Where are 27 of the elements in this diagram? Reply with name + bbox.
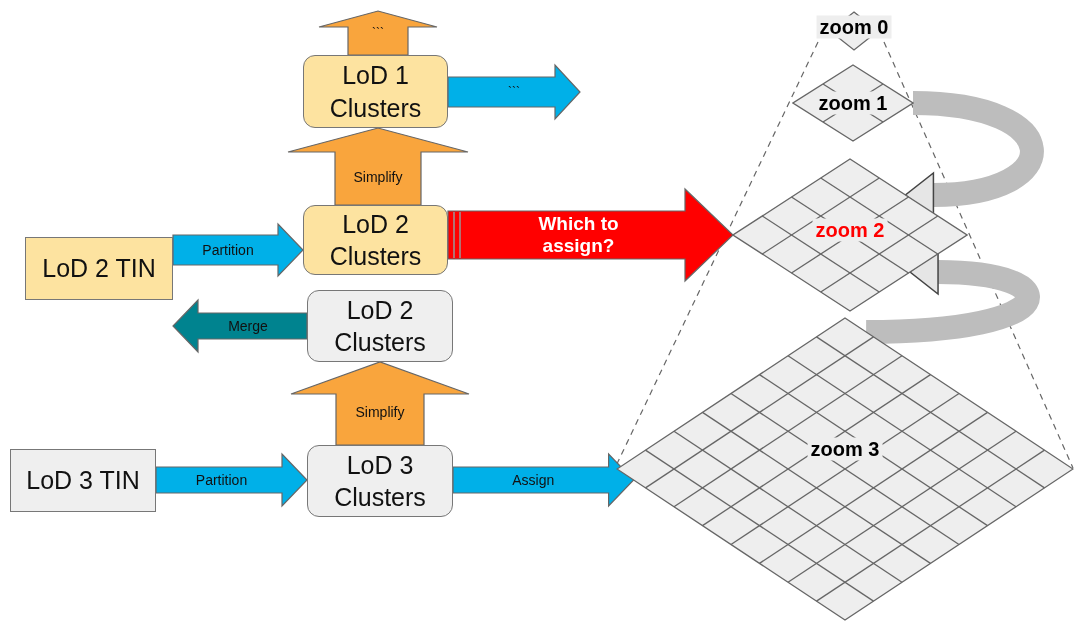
edge-label: ``` bbox=[508, 85, 520, 99]
cluster-box: LoD 3 TIN bbox=[10, 449, 156, 512]
block-arrow bbox=[318, 10, 438, 56]
zoom-label: zoom 3 bbox=[807, 437, 883, 461]
edge-label: Simplify bbox=[353, 168, 403, 185]
edge-label: Merge bbox=[228, 318, 268, 334]
edge-label: Assign bbox=[512, 472, 555, 488]
cluster-box: LoD 1 Clusters bbox=[303, 55, 448, 128]
cluster-box: LoD 2 Clusters bbox=[307, 290, 453, 362]
block-arrow bbox=[447, 63, 581, 121]
block-arrow bbox=[447, 187, 734, 283]
cluster-box: LoD 3 Clusters bbox=[307, 445, 453, 517]
edge-label: ``` bbox=[372, 26, 384, 40]
zoom-label: zoom 0 bbox=[816, 15, 892, 39]
block-arrow bbox=[290, 361, 470, 446]
edge-label: Simplify bbox=[355, 403, 405, 420]
cluster-box: LoD 2 Clusters bbox=[303, 205, 448, 275]
cluster-box: LoD 2 TIN bbox=[25, 237, 173, 300]
block-arrow bbox=[452, 452, 635, 508]
edge-label: Partition bbox=[195, 472, 248, 488]
block-arrow bbox=[155, 452, 308, 508]
zoom-label: zoom 2 bbox=[812, 218, 888, 242]
edge-label: Which to assign? bbox=[537, 213, 620, 257]
edge-label: Partition bbox=[202, 242, 254, 258]
block-arrow bbox=[172, 298, 308, 354]
block-arrow bbox=[287, 127, 469, 206]
block-arrow bbox=[172, 222, 304, 278]
